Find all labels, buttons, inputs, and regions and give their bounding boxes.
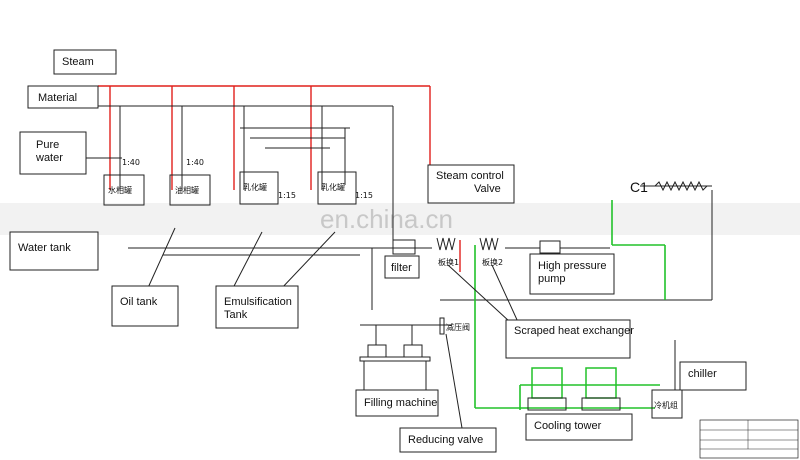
svg-text:Steam control: Steam control: [436, 170, 504, 182]
svg-text:Valve: Valve: [474, 183, 501, 195]
svg-text:pump: pump: [538, 273, 566, 285]
filling-machine-drawing: [359, 344, 431, 390]
ratio-tag-3: 1:15: [278, 191, 296, 200]
ratio-tag-1: 1:40: [122, 158, 140, 167]
chiller-unit: [651, 389, 683, 419]
svg-text:Cooling tower: Cooling tower: [534, 420, 602, 432]
watermark-text: en.china.cn: [320, 204, 453, 234]
cooling-tower-units: [527, 367, 621, 411]
emulsification-tank-1-tag: 乳化罐: [243, 182, 267, 192]
scraped-heat-exchanger-2: 板换2: [479, 237, 503, 267]
svg-text:High pressure: High pressure: [538, 260, 606, 272]
cooling-lines: [474, 200, 666, 410]
oil-tank-vessel: [169, 174, 211, 206]
reducing-valve-tag: 减压阀: [446, 322, 470, 332]
title-block: [699, 419, 799, 459]
label-emulsification-tank: Emulsification Tank: [215, 285, 299, 329]
label-steam-control-valve: Steam control Valve: [427, 164, 515, 204]
label-filter: filter: [384, 255, 420, 279]
scraped-heat-exchanger-1: 板换1: [436, 237, 459, 267]
svg-text:water: water: [35, 152, 63, 164]
emulsification-tank-2-tag: 乳化罐: [321, 182, 345, 192]
tank-group: 水相罐 1:40 油相罐 1:40 乳化罐 1:15 乳化罐 1:15: [103, 158, 373, 206]
ratio-tag-2: 1:40: [186, 158, 204, 167]
watermark-band: [0, 203, 800, 235]
c1-heat-coil: C1: [630, 179, 708, 195]
label-material: Material: [27, 85, 99, 109]
reducing-valve-unit: [439, 317, 445, 335]
svg-text:Steam: Steam: [62, 56, 94, 68]
svg-text:Water tank: Water tank: [18, 242, 71, 254]
svg-text:Scraped heat exchanger: Scraped heat exchanger: [514, 325, 634, 337]
label-cooling-tower: Cooling tower: [525, 413, 633, 441]
svg-text:chiller: chiller: [688, 368, 717, 380]
label-reducing-valve: Reducing valve: [399, 427, 497, 453]
callout-leaders: [146, 227, 519, 429]
ratio-tag-4: 1:15: [355, 191, 373, 200]
svg-text:Oil tank: Oil tank: [120, 296, 158, 308]
svg-text:Filling machine: Filling machine: [364, 397, 437, 409]
exchanger-1-tag: 板换1: [438, 257, 459, 267]
label-oil-tank: Oil tank: [111, 285, 179, 327]
emulsification-tank-2-vessel: [317, 171, 357, 205]
chiller-unit-tag: 冷机组: [654, 400, 678, 410]
label-pure-water: Pure water: [19, 131, 87, 175]
svg-text:Emulsification: Emulsification: [224, 296, 292, 308]
label-steam: Steam: [53, 49, 117, 75]
emulsification-tank-1-vessel: [239, 171, 279, 205]
label-scraped-heat-exchanger: Scraped heat exchanger: [505, 319, 634, 359]
water-tank-vessel: [103, 174, 145, 206]
svg-text:filter: filter: [391, 262, 412, 274]
process-lines: [86, 105, 713, 390]
high-pressure-pump-unit: [539, 240, 561, 254]
label-chiller: chiller: [679, 361, 747, 391]
svg-text:Reducing valve: Reducing valve: [408, 434, 483, 446]
steam-lines: [98, 85, 461, 272]
exchanger-2-tag: 板换2: [482, 257, 503, 267]
svg-text:Pure: Pure: [36, 139, 59, 151]
label-water-tank: Water tank: [9, 231, 99, 271]
c1-label: C1: [630, 179, 648, 195]
svg-text:Tank: Tank: [224, 309, 248, 321]
label-high-pressure-pump: High pressure pump: [529, 253, 615, 295]
water-tank-tag: 水相罐: [108, 185, 132, 195]
svg-text:Material: Material: [38, 92, 77, 104]
filter-unit: [392, 239, 416, 255]
oil-tank-tag: 油相罐: [175, 185, 199, 195]
label-filling-machine: Filling machine: [355, 389, 439, 417]
